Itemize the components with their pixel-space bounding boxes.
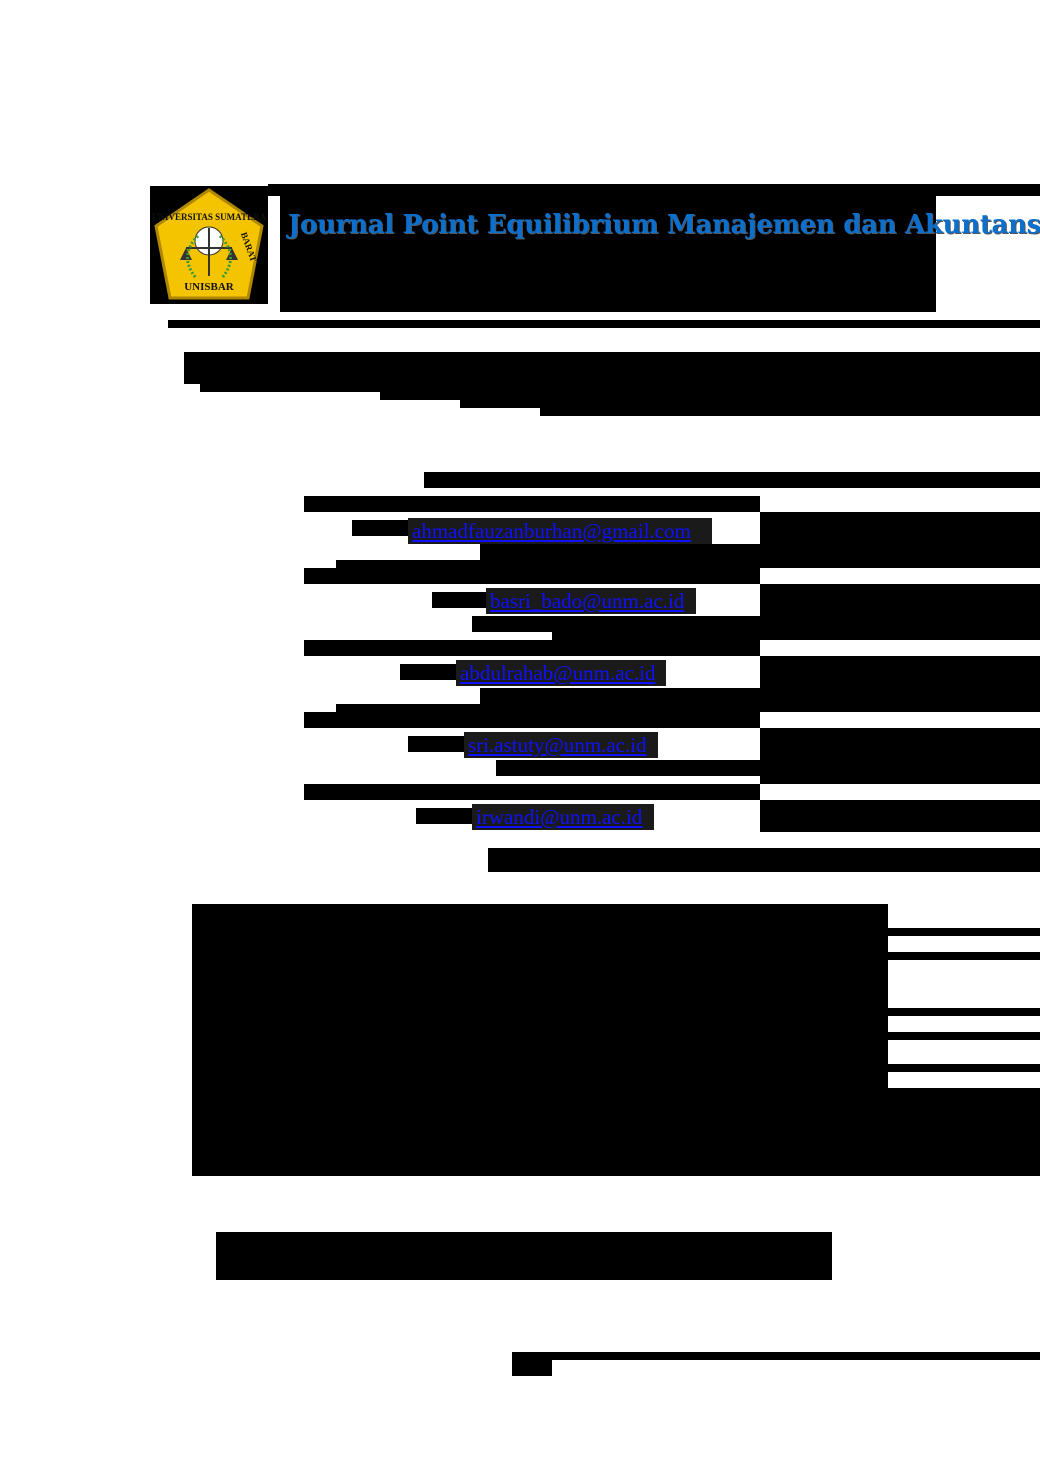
- author-name-redacted: [304, 568, 760, 584]
- page-number-redacted: [512, 1360, 552, 1376]
- email-label-redacted: [400, 664, 460, 680]
- footer-rule: [512, 1352, 1040, 1360]
- redacted-line: [888, 1008, 1040, 1016]
- author-email-link[interactable]: basri_bado@unm.ac.id: [486, 588, 696, 614]
- abstract-body-redacted: [192, 904, 888, 1166]
- redacted-line: [888, 1032, 1040, 1040]
- received-date-redacted: [488, 848, 1040, 872]
- redacted-line: [888, 952, 1040, 960]
- author-email-link[interactable]: sri.astuty@unm.ac.id: [464, 732, 658, 758]
- affiliation-redacted: [496, 760, 1040, 776]
- redacted-line: [336, 560, 1040, 568]
- author-header-redacted: [424, 472, 1040, 488]
- author-name-redacted: [304, 640, 760, 656]
- journal-title: Journal Point Equilibrium Manajemen dan …: [288, 210, 1040, 240]
- redacted-line: [888, 928, 1040, 936]
- redacted-line: [192, 1166, 1040, 1176]
- redacted-line: [380, 384, 1040, 400]
- email-label-redacted: [408, 736, 468, 752]
- header-top-bar: [268, 184, 1040, 196]
- university-crest-icon: UNIVERSITAS SUMATERA BARAT UNISBAR: [152, 188, 266, 300]
- email-label-redacted: [352, 520, 412, 536]
- redacted-line: [552, 632, 1040, 640]
- redacted-line: [460, 400, 1040, 408]
- header-title-band: [280, 196, 936, 312]
- redacted-line: [540, 408, 1040, 416]
- author-email-link[interactable]: irwandi@unm.ac.id: [472, 804, 654, 830]
- logo-bottom-text: UNISBAR: [184, 281, 235, 293]
- svg-text:UNIVERSITAS SUMATERA: UNIVERSITAS SUMATERA: [152, 212, 266, 222]
- author-name-redacted: [304, 712, 760, 728]
- author-name-redacted: [304, 784, 760, 800]
- header-divider: [168, 320, 1040, 328]
- email-label-redacted: [416, 808, 476, 824]
- affiliation-redacted: [472, 616, 1040, 632]
- redacted-line: [760, 800, 1040, 832]
- author-name-redacted: [304, 496, 760, 512]
- redacted-line: [888, 1088, 1040, 1176]
- author-email-link[interactable]: ahmadfauzanburhan@gmail.com: [408, 518, 712, 544]
- email-label-redacted: [432, 592, 488, 608]
- affiliation-redacted: [480, 688, 1040, 704]
- redacted-line: [184, 352, 1040, 384]
- redacted-line: [336, 704, 1040, 712]
- author-email-link[interactable]: abdulrahab@unm.ac.id: [456, 660, 666, 686]
- redacted-line: [888, 1064, 1040, 1072]
- keywords-redacted: [216, 1232, 832, 1280]
- university-logo: UNIVERSITAS SUMATERA BARAT UNISBAR: [150, 186, 268, 304]
